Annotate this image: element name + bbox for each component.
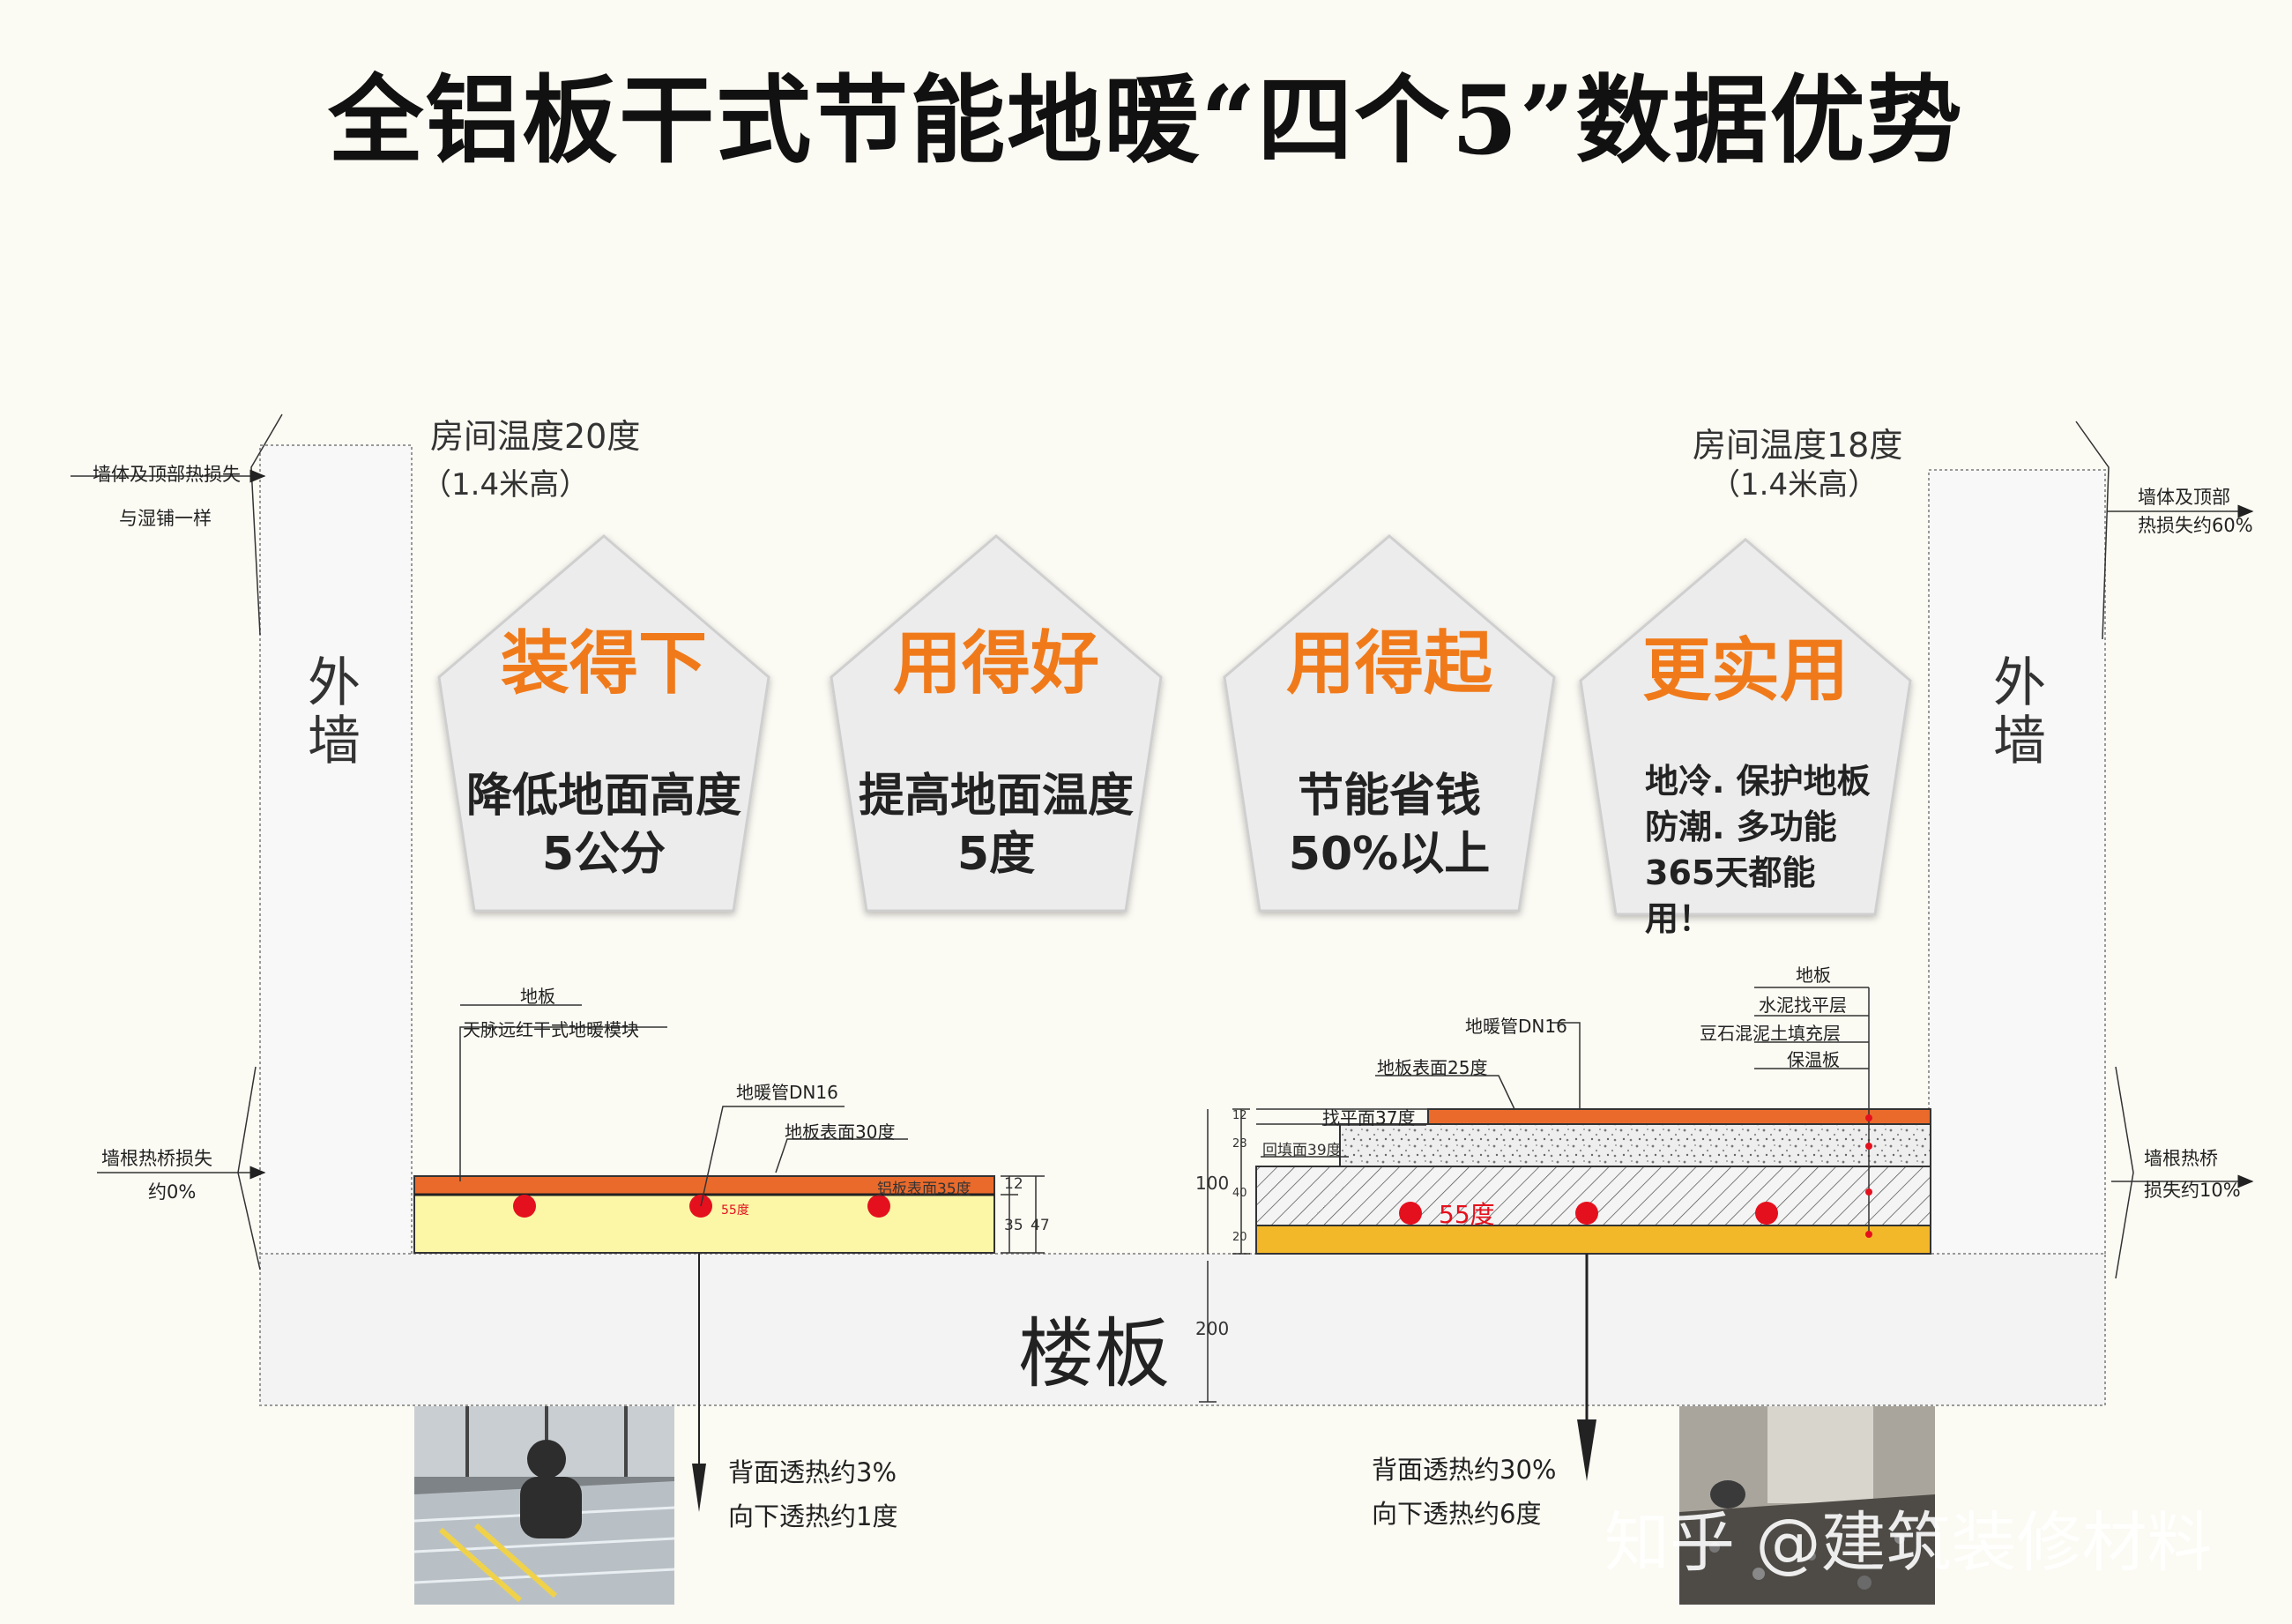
left-label-module: 天脉远红干式地暖模块 [463,1019,639,1040]
right-wall-label: 外墙 [1993,652,2046,772]
right-caption: 背面透热约30% 向下透热约6度 [1372,1448,1601,1536]
right-label-surface: 地板表面25度 [1377,1057,1488,1078]
left-caption: 背面透热约3% 向下透热约1度 [728,1450,957,1538]
right-wall-loss-2: 热损失约60% [2138,515,2253,536]
left-caption-1: 背面透热约3% [728,1457,897,1487]
right-dim-12: 12 [1232,1109,1247,1122]
left-wall-label: 外墙 [308,652,361,772]
left-label-pipe: 地暖管DN16 [736,1082,838,1103]
right-label-leveling: 水泥找平层 [1759,995,1847,1016]
right-insulation [1255,1225,1931,1255]
slab-dim: 200 [1195,1318,1230,1339]
left-pipe-1 [513,1195,536,1218]
left-label-al: 铝板表面35度 [877,1181,971,1198]
left-room-temp: 房间温度20度 [430,417,641,456]
pentagon-2-body: 提高地面温度5度 [858,770,1134,881]
pentagon-4-title: 更实用 [1641,631,1849,711]
pentagon-2 [830,534,1163,913]
pentagon-3 [1223,534,1556,913]
right-root-loss-1: 墙根热桥 [2144,1148,2218,1169]
left-root-loss-2: 约0% [148,1181,197,1203]
page-title: 全铝板干式节能地暖“四个5”数据优势 [328,65,1964,176]
left-dim-35: 35 [1004,1217,1023,1234]
right-caption-1: 背面透热约30% [1372,1455,1557,1485]
left-root-loss-1: 墙根热桥损失 [101,1148,212,1169]
left-water-temp: 55度 [721,1203,749,1218]
left-wall-loss-2: 与湿铺一样 [119,508,212,529]
left-room-height: （1.4米高） [421,467,590,503]
left-pipe-3 [867,1195,890,1218]
left-wall-loss-1: 墙体及顶部热损失 [93,464,241,485]
pentagon-4-body: 地冷. 保护地板防潮. 多功能365天都能用！ [1645,762,1871,938]
right-leveling-layer [1339,1123,1931,1167]
right-label-fill: 豆石混泥土填充层 [1700,1023,1841,1044]
slab-label: 楼板 [1018,1310,1170,1398]
left-dim-47: 47 [1031,1217,1050,1234]
watermark: 知乎 @建筑装修材料 [1604,1505,2213,1581]
left-dim-12: 12 [1004,1175,1023,1193]
left-label-surface: 地板表面30度 [785,1121,896,1143]
right-install-photo [1679,1406,1935,1605]
right-label-insulation: 保温板 [1787,1049,1840,1070]
right-water-temp: 55度 [1439,1200,1495,1229]
right-pipe-1 [1399,1202,1422,1225]
right-dim-28: 28 [1232,1137,1247,1151]
right-pipe-2 [1575,1202,1598,1225]
right-dim-100: 100 [1195,1173,1230,1194]
right-floorboard [1427,1108,1931,1125]
right-room-height: （1.4米高） [1710,467,1879,503]
pentagon-1-title: 装得下 [500,624,707,704]
right-room-temp: 房间温度18度 [1693,426,1903,465]
right-wall [1928,469,2106,1257]
left-install-photo [414,1406,674,1605]
pentagon-1-body: 降低地面高度5公分 [465,770,741,881]
floor-slab [259,1253,2106,1406]
right-label-level-temp: 找平面37度 [1322,1107,1416,1129]
pentagon-3-title: 用得起 [1285,624,1492,704]
left-label-floor: 地板 [520,986,555,1007]
right-caption-2: 向下透热约6度 [1372,1499,1542,1529]
right-pipe-3 [1755,1202,1778,1225]
pentagon-2-title: 用得好 [892,624,1099,704]
right-label-pipe: 地暖管DN16 [1465,1016,1567,1037]
left-caption-2: 向下透热约1度 [728,1501,898,1531]
right-wall-loss-1: 墙体及顶部 [2138,487,2230,508]
right-label-fill-temp: 回填面39度 [1262,1142,1342,1159]
pentagon-1 [437,534,770,913]
pentagon-4 [1579,538,1912,916]
pentagon-3-body: 节能省钱50%以上 [1288,770,1491,881]
right-root-loss-2: 损失约10% [2144,1180,2241,1201]
right-dim-40: 40 [1232,1187,1247,1200]
right-dim-20: 20 [1232,1231,1247,1244]
right-label-floor: 地板 [1796,965,1831,986]
left-wall [259,444,413,1257]
